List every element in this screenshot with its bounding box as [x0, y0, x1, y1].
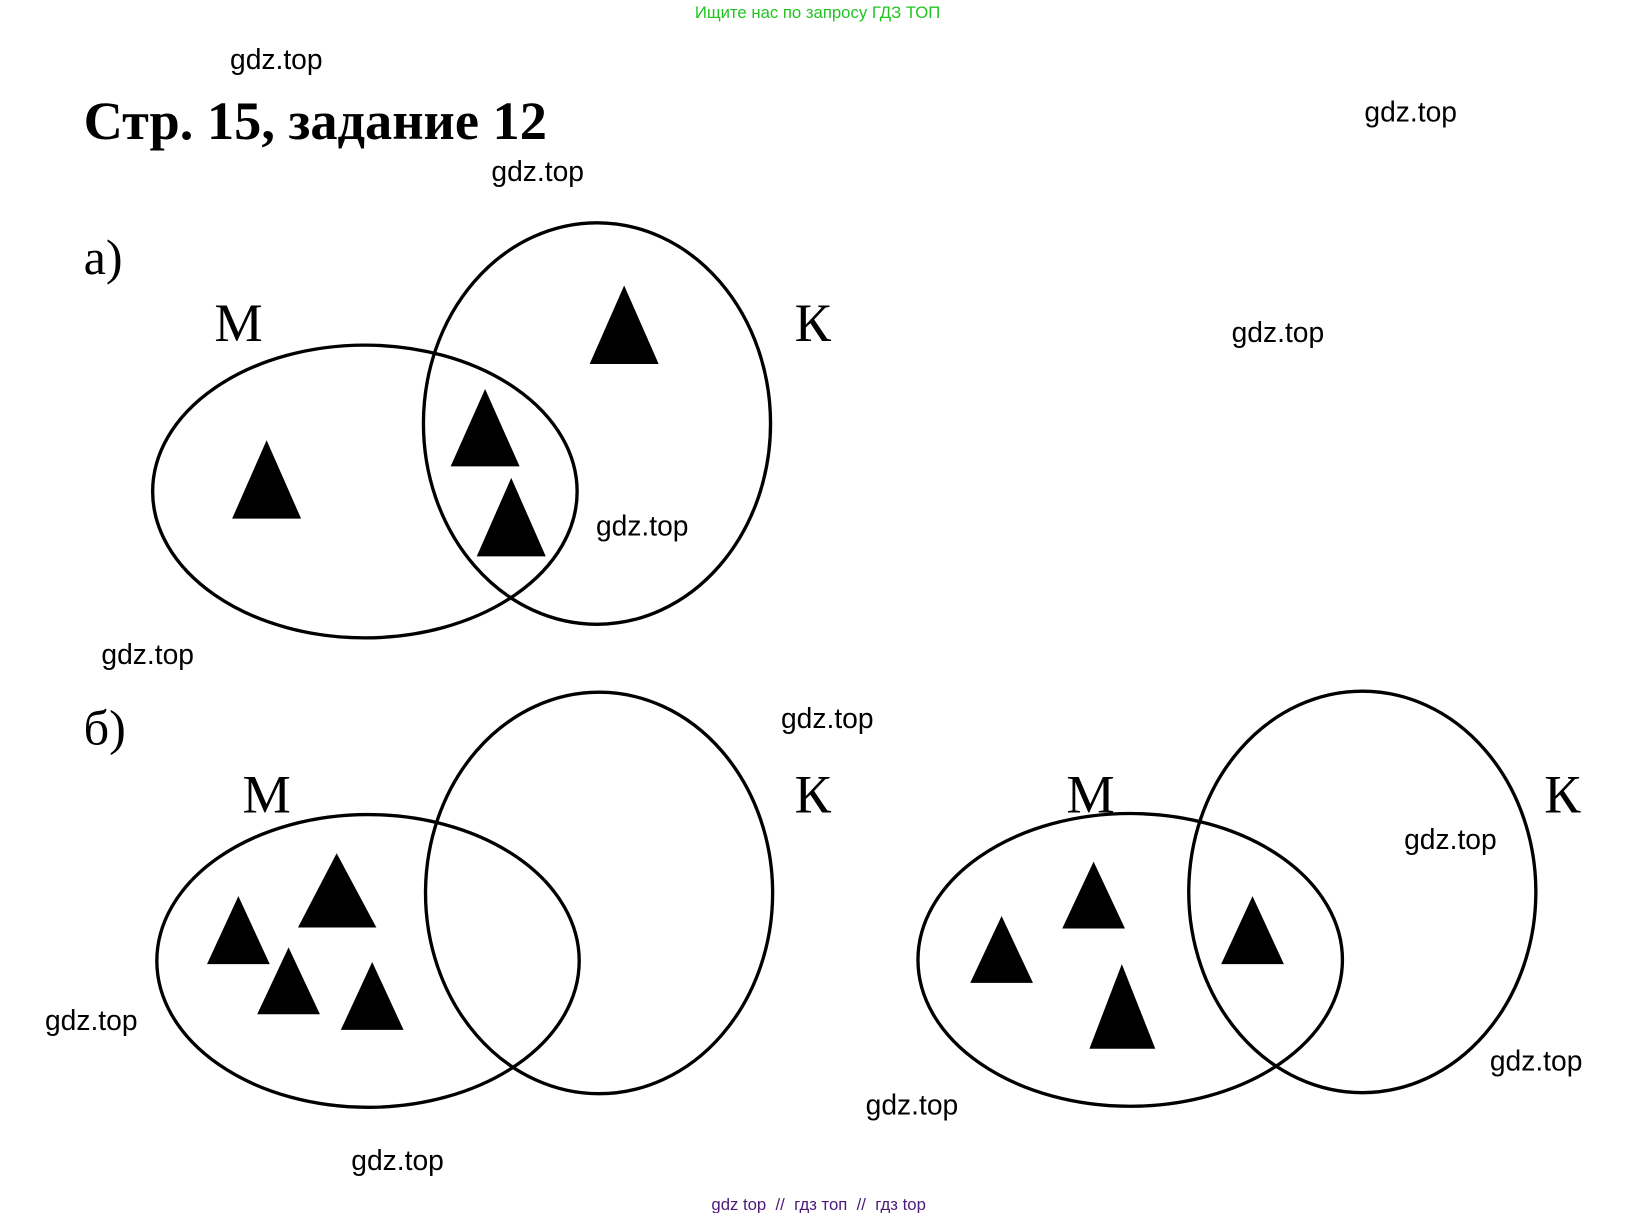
venn-diagram-a: а) М К [84, 221, 832, 640]
set-m-ellipse [155, 812, 581, 1109]
watermark: gdz.top [1490, 1045, 1583, 1077]
set-m-ellipse [916, 811, 1345, 1108]
part-label-b: б) [84, 700, 126, 756]
triangle-icon [1089, 964, 1156, 1049]
watermark: gdz.top [230, 43, 323, 75]
watermark: gdz.top [1364, 95, 1457, 127]
watermark: gdz.top [781, 702, 874, 734]
watermark: gdz.top [351, 1144, 444, 1176]
watermark: gdz.top [866, 1089, 959, 1121]
triangle-icon [1062, 861, 1125, 929]
set-label-k: К [795, 764, 832, 824]
watermark: gdz.top [101, 638, 194, 670]
part-label-a: а) [84, 229, 123, 285]
triangle-icon [340, 961, 404, 1030]
header-note: Ищите нас по запросу ГДЗ ТОП [695, 3, 941, 22]
watermark: gdz.top [45, 1004, 138, 1036]
venn-diagram-b-left: б) М К [84, 690, 832, 1109]
triangle-icon [297, 853, 377, 928]
watermark: gdz.top [491, 155, 584, 187]
page-title: Стр. 15, задание 12 [84, 91, 547, 151]
triangle-icon [970, 915, 1033, 983]
set-k-ellipse [423, 690, 775, 1096]
set-label-m: М [214, 293, 262, 353]
watermark: gdz.top [1404, 823, 1497, 855]
set-m-ellipse [150, 343, 579, 640]
triangle-icon [589, 285, 659, 364]
set-label-m: М [243, 764, 291, 824]
triangle-icon [450, 389, 520, 467]
triangle-icon [1221, 896, 1284, 965]
triangle-icon [207, 896, 270, 965]
set-label-k: К [1544, 764, 1581, 824]
set-k-ellipse [421, 221, 773, 626]
set-k-ellipse [1187, 689, 1538, 1095]
triangle-icon [476, 477, 546, 557]
watermark: gdz.top [596, 509, 689, 541]
venn-diagram-b-right: М К [916, 689, 1581, 1108]
footer-links: gdz top // гдз топ // гдз top [711, 1195, 925, 1213]
set-label-k: К [795, 293, 832, 353]
watermark: gdz.top [1232, 316, 1325, 348]
triangle-icon [257, 947, 320, 1015]
triangle-icon [232, 440, 302, 519]
